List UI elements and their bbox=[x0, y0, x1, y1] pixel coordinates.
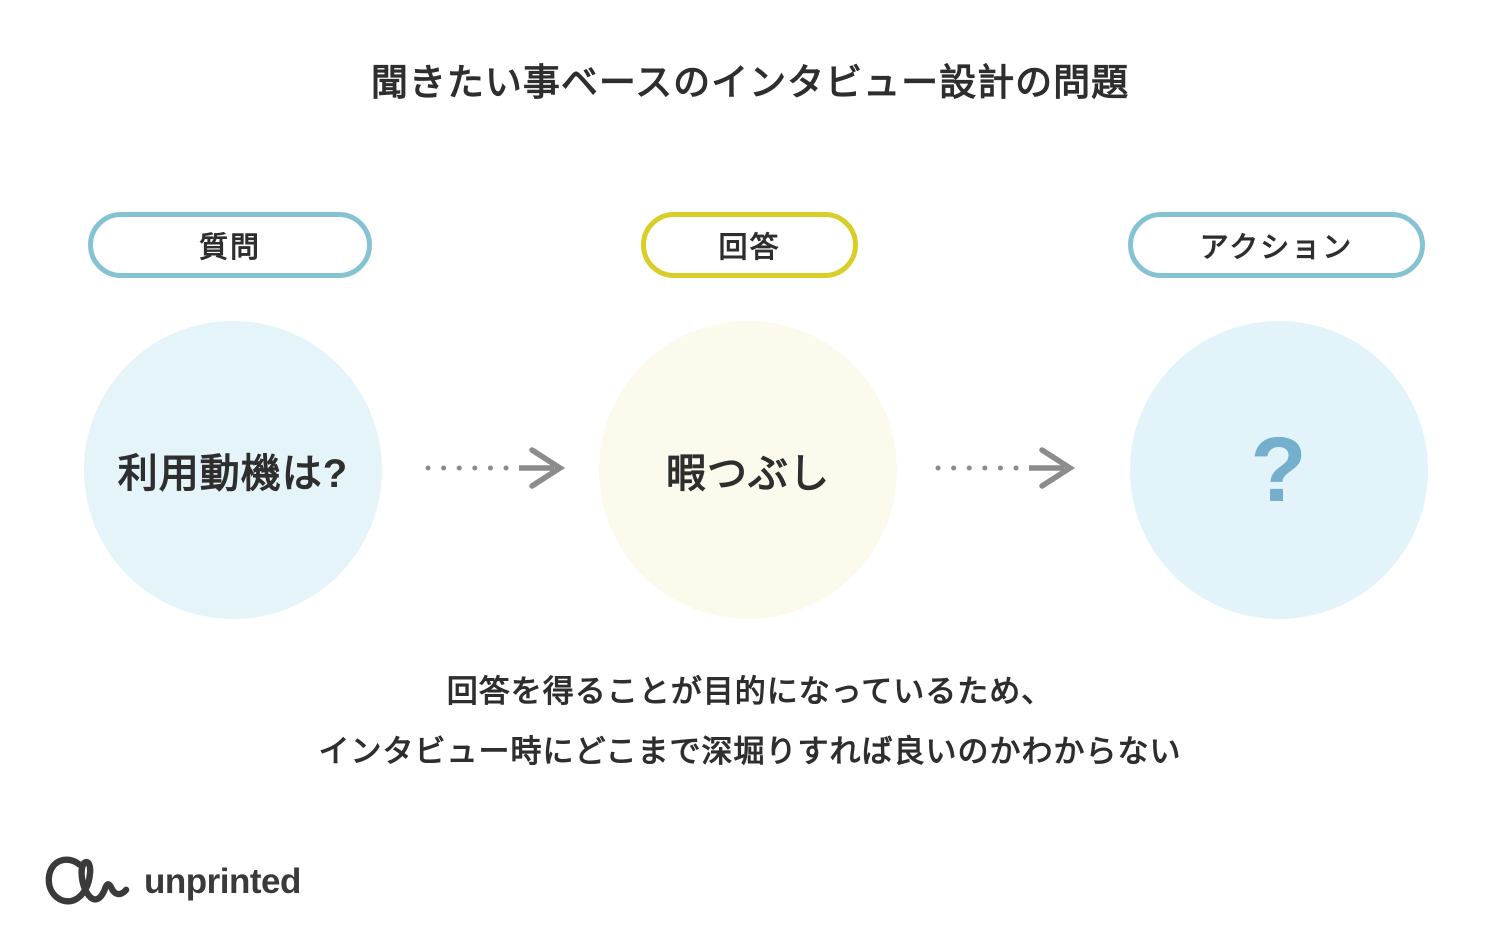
diagram-caption: 回答を得ることが目的になっているため、 インタビュー時にどこまで深堀りすれば良い… bbox=[0, 662, 1500, 782]
caption-line-2: インタビュー時にどこまで深堀りすれば良いのかわからない bbox=[318, 734, 1182, 769]
unprinted-logo: unprinted bbox=[42, 852, 301, 912]
pill-question-label: 質問 bbox=[198, 232, 261, 264]
caption-line-1: 回答を得ることが目的になっているため、 bbox=[446, 674, 1054, 709]
diagram-title: 聞きたい事ベースのインタビュー設計の問題 bbox=[370, 62, 1130, 103]
pill-action-label: アクション bbox=[1199, 232, 1354, 264]
pill-answer: 回答 bbox=[641, 212, 858, 278]
circle-action: ? bbox=[1130, 321, 1428, 619]
circle-question: 利用動機は? bbox=[84, 321, 382, 619]
pill-action: アクション bbox=[1128, 212, 1425, 278]
dotted-arrow-right-icon bbox=[935, 447, 1076, 489]
circle-question-label: 利用動機は? bbox=[117, 452, 349, 496]
logo-wordmark: unprinted bbox=[144, 862, 301, 901]
question-mark-icon: ? bbox=[1250, 419, 1308, 521]
squiggle-mark-icon bbox=[45, 856, 130, 905]
dotted-arrow-right-icon bbox=[425, 447, 566, 489]
circle-answer: 暇つぶし bbox=[599, 321, 897, 619]
pill-answer-label: 回答 bbox=[718, 232, 781, 264]
circle-answer-label: 暇つぶし bbox=[666, 452, 830, 496]
pill-question: 質問 bbox=[88, 212, 372, 278]
